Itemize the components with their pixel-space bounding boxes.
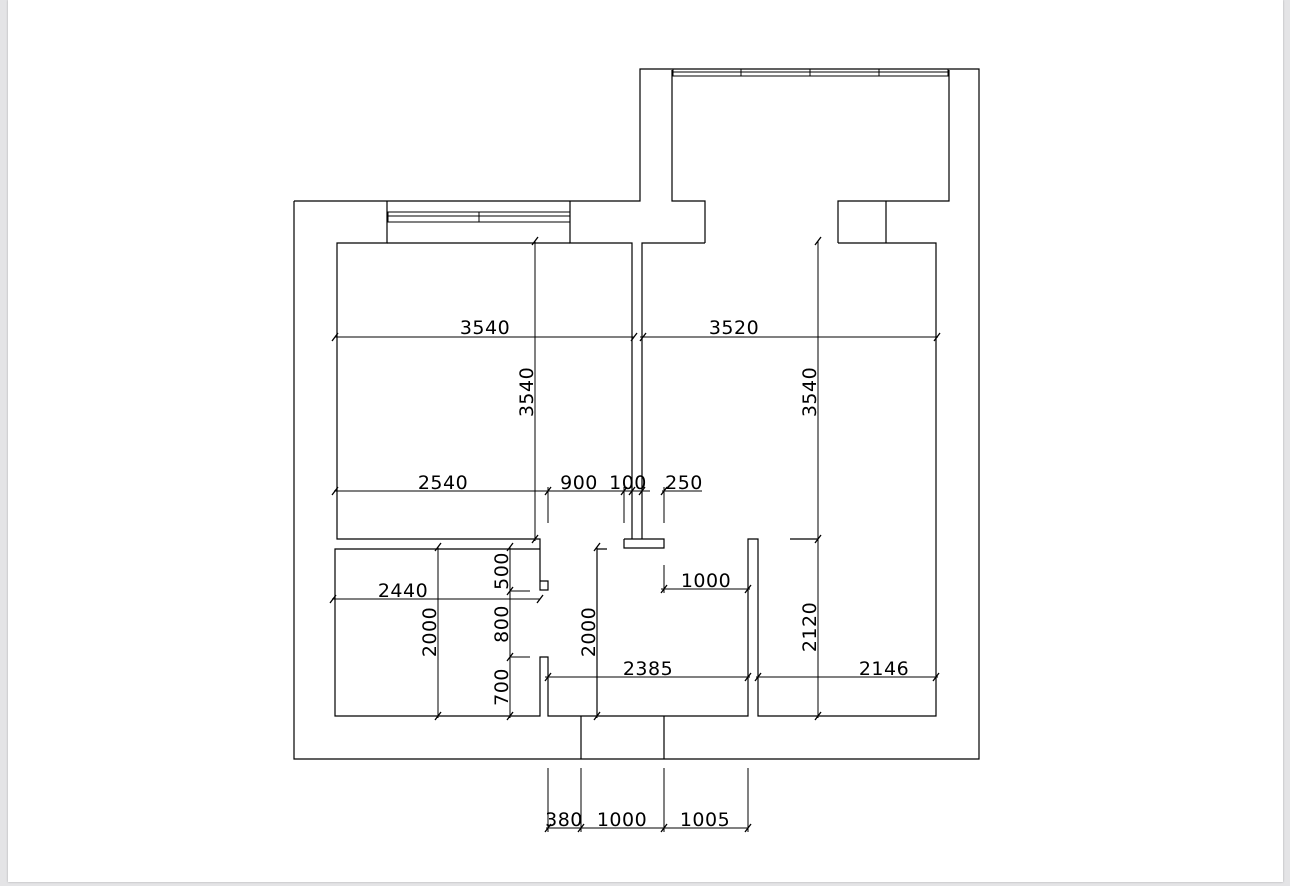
- dim-label-100: 100: [609, 472, 647, 494]
- dim-label-2146: 2146: [859, 658, 909, 680]
- dim-label-2440: 2440: [378, 580, 428, 602]
- dim-label-left-room-width: 3540: [460, 317, 510, 339]
- drawing-sheet: [8, 0, 1283, 882]
- dimension-labels: 3540 3520 3540 3540 2540 900 100 250 100…: [378, 317, 909, 831]
- outer-walls: [293, 68, 980, 760]
- dim-label-bottom-1000: 1000: [597, 809, 647, 831]
- entrance-jambs: [580, 716, 665, 759]
- dim-label-800: 800: [491, 605, 513, 643]
- window-left-room: [387, 211, 571, 223]
- dim-label-1005: 1005: [680, 809, 730, 831]
- dimension-lines: [329, 236, 941, 833]
- room-left-bottom: [334, 548, 597, 717]
- dim-label-250: 250: [665, 472, 703, 494]
- dim-label-2540: 2540: [418, 472, 468, 494]
- room-right-top: [596, 242, 937, 717]
- dim-label-700: 700: [491, 668, 513, 706]
- dim-label-left-room-depth: 3540: [516, 367, 538, 417]
- dim-label-380: 380: [545, 809, 583, 831]
- dim-label-2385: 2385: [623, 658, 673, 680]
- dim-label-right-room-depth: 3540: [799, 367, 821, 417]
- dim-label-right-room-width: 3520: [709, 317, 759, 339]
- dim-label-hall-2000: 2000: [578, 607, 600, 657]
- dim-label-500: 500: [491, 552, 513, 590]
- room-left-top: [336, 201, 633, 591]
- dim-label-2120: 2120: [799, 602, 821, 652]
- dim-label-small-room-2000: 2000: [419, 607, 441, 657]
- balcony: [671, 70, 950, 243]
- dim-label-corridor-1000: 1000: [681, 570, 731, 592]
- dim-label-900: 900: [560, 472, 598, 494]
- window-balcony: [672, 68, 949, 77]
